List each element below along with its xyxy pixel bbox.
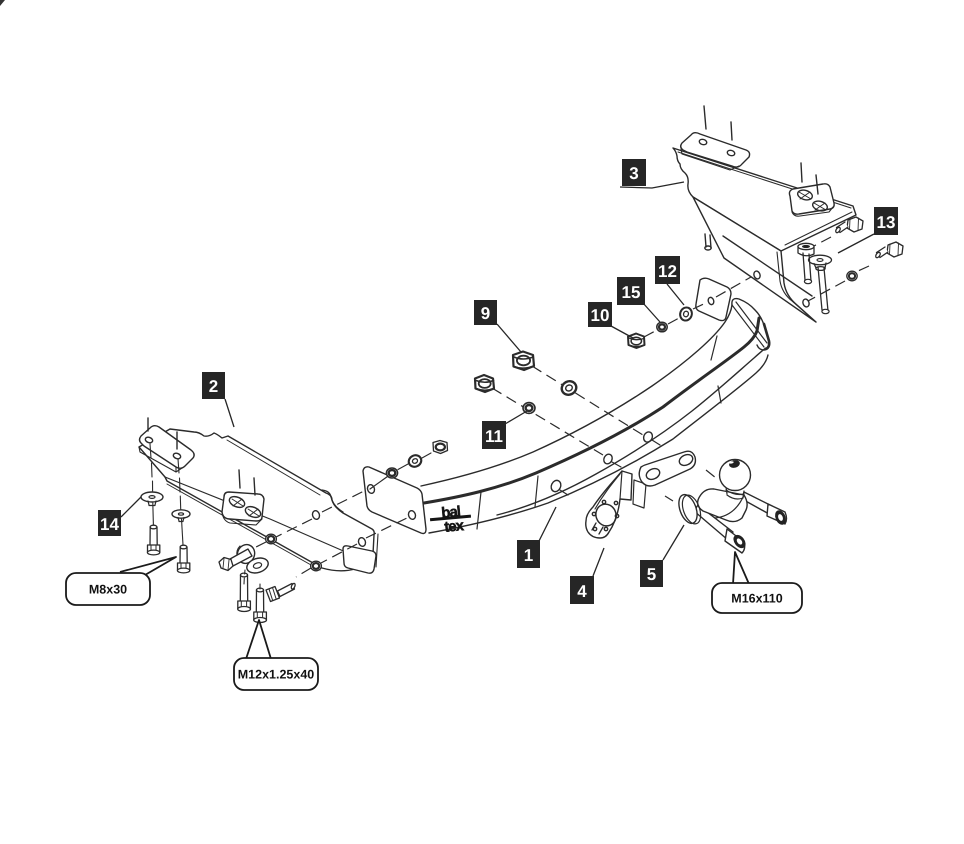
svg-text:M8x30: M8x30 [89,583,127,597]
svg-text:14: 14 [100,515,119,534]
svg-text:13: 13 [877,213,896,232]
svg-text:2: 2 [209,377,218,396]
svg-text:4: 4 [577,582,587,601]
svg-text:15: 15 [622,283,641,302]
svg-text:12: 12 [658,262,677,281]
svg-text:5: 5 [647,565,656,584]
svg-text:11: 11 [485,427,503,446]
svg-text:1: 1 [524,546,533,565]
svg-text:tex: tex [444,517,466,536]
svg-text:9: 9 [481,304,490,323]
svg-text:M12x1.25x40: M12x1.25x40 [238,668,315,682]
svg-text:3: 3 [629,164,638,183]
svg-text:10: 10 [591,306,610,325]
svg-text:M16x110: M16x110 [731,592,782,606]
